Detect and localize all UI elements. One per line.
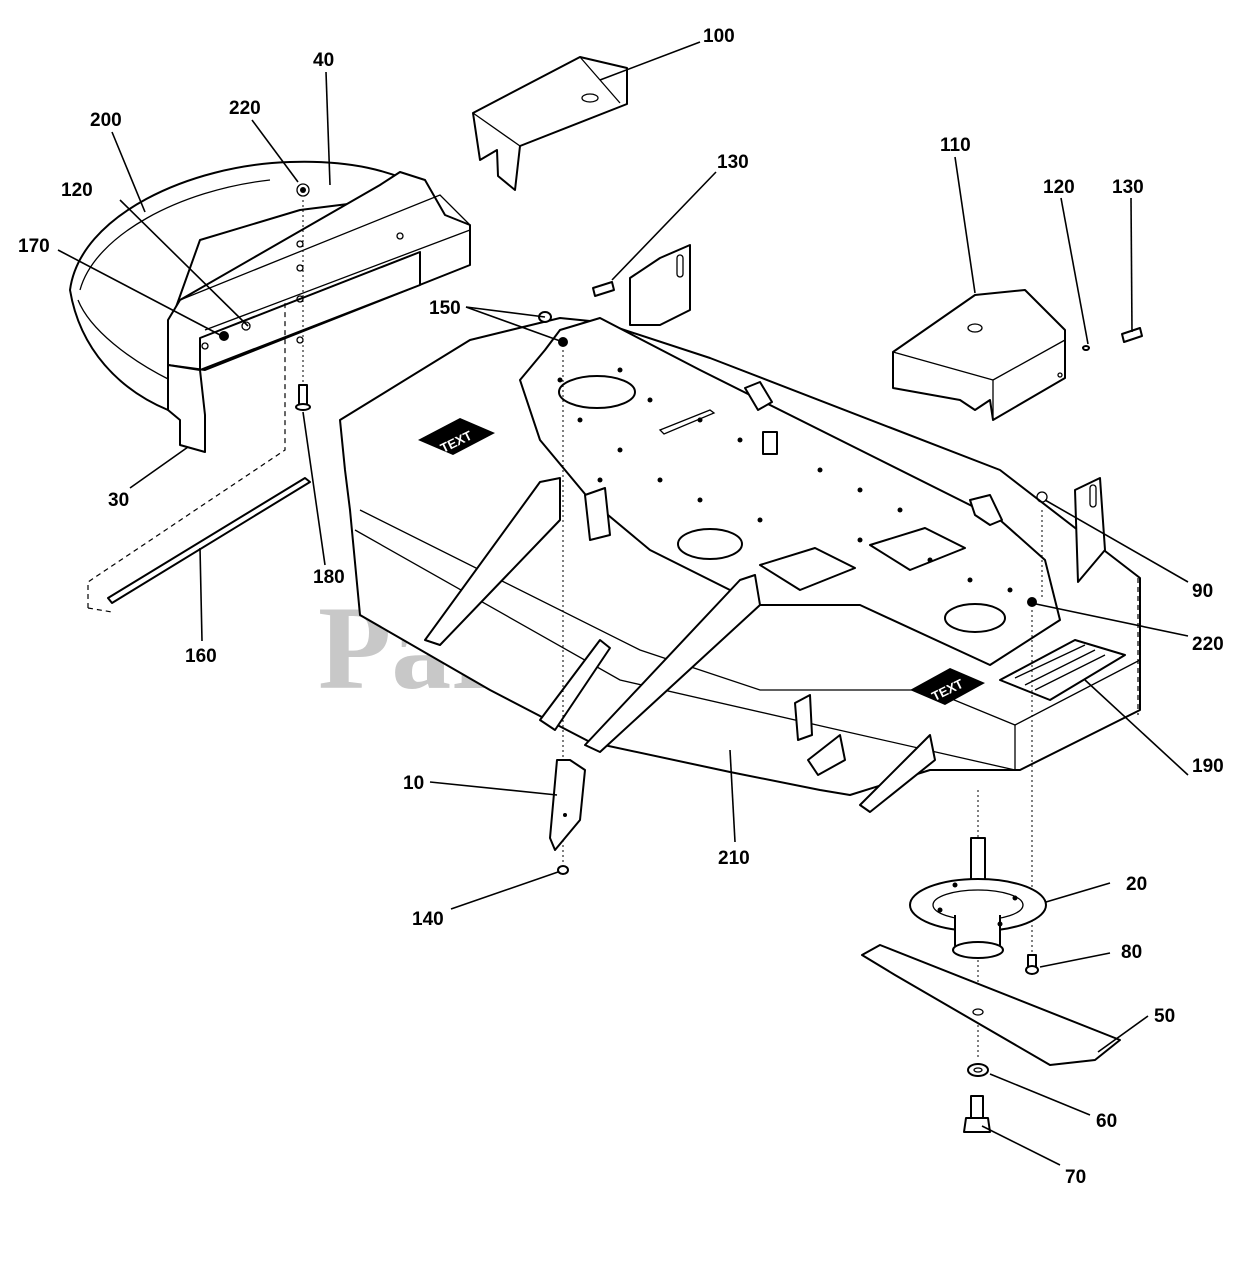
- baffle-part[interactable]: [549, 759, 586, 851]
- callout-210[interactable]: 210: [718, 848, 750, 869]
- callout-20[interactable]: 20: [1126, 874, 1147, 895]
- callout-170[interactable]: 170: [18, 236, 50, 257]
- callout-30[interactable]: 30: [108, 490, 129, 511]
- spindle-part[interactable]: [909, 837, 1047, 959]
- baffle-bolt-part[interactable]: [557, 865, 569, 875]
- discharge-chute-part[interactable]: [69, 160, 431, 411]
- deck-rear-brackets: [584, 244, 1106, 583]
- callout-220-upper[interactable]: 220: [229, 98, 261, 119]
- deck-front-hitch: [424, 477, 936, 813]
- callout-70[interactable]: 70: [1065, 1167, 1086, 1188]
- spindle-bolt-part[interactable]: [1025, 954, 1039, 975]
- callout-150[interactable]: 150: [429, 298, 461, 319]
- callout-180[interactable]: 180: [313, 567, 345, 588]
- leader-lines: [57, 41, 1189, 1166]
- callout-160[interactable]: 160: [185, 646, 217, 667]
- callout-80[interactable]: 80: [1121, 942, 1142, 963]
- chute-rod-part[interactable]: [87, 300, 311, 613]
- callout-120-left[interactable]: 120: [61, 180, 93, 201]
- right-cover-part[interactable]: [892, 289, 1066, 421]
- deck-pad-part[interactable]: [999, 639, 1126, 701]
- washer-part[interactable]: [967, 1063, 989, 1077]
- chute-hardware[interactable]: [219, 183, 311, 411]
- belt-cover-part[interactable]: [472, 56, 628, 191]
- callout-130-right[interactable]: 130: [1112, 177, 1144, 198]
- callout-90[interactable]: 90: [1192, 581, 1213, 602]
- chute-flap-part[interactable]: [167, 364, 206, 453]
- callout-10[interactable]: 10: [403, 773, 424, 794]
- callout-220-lower[interactable]: 220: [1192, 634, 1224, 655]
- callout-50[interactable]: 50: [1154, 1006, 1175, 1027]
- blade-part[interactable]: [861, 944, 1121, 1066]
- deck-holes: [557, 367, 1013, 593]
- blade-bolt-part[interactable]: [963, 1095, 991, 1133]
- callout-140[interactable]: 140: [412, 909, 444, 930]
- callout-200[interactable]: 200: [90, 110, 122, 131]
- callout-40[interactable]: 40: [313, 50, 334, 71]
- right-cover-hardware[interactable]: [1082, 327, 1143, 351]
- callout-110[interactable]: 110: [940, 135, 971, 156]
- callout-60[interactable]: 60: [1096, 1111, 1117, 1132]
- callout-130-upper[interactable]: 130: [717, 152, 749, 173]
- callout-labels: 100 40 200 220 130 110 120 130 120 170 1…: [18, 26, 1224, 1188]
- callout-120-right[interactable]: 120: [1043, 177, 1075, 198]
- callout-190[interactable]: 190: [1192, 756, 1224, 777]
- callout-100[interactable]: 100: [703, 26, 735, 47]
